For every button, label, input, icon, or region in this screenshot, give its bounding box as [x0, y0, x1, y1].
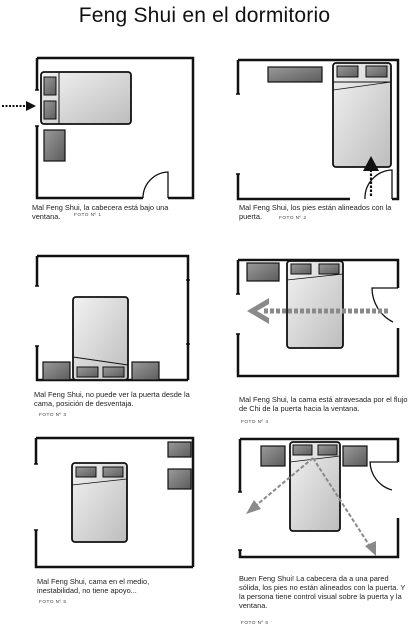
room-plan-4 [236, 258, 400, 378]
arrow-icon [247, 298, 269, 324]
nightstand-icon [342, 445, 368, 467]
foto-label-4: FOTO Nº 4 [241, 420, 269, 425]
caption-3: Mal Feng Shui, no puede ver la puerta de… [34, 390, 190, 408]
arrow-icon [365, 541, 376, 556]
diagram-panel-4: Mal Feng Shui, la cama está atravesada p… [205, 250, 409, 425]
bed-icon [71, 462, 128, 543]
nightstand-icon [43, 129, 66, 162]
room-plan-6 [238, 437, 400, 559]
bed-icon [332, 62, 392, 168]
dresser-icon [267, 66, 323, 83]
foto-label-6: FOTO Nº 6 [241, 621, 269, 626]
foto-label-1: FOTO Nº 1 [74, 213, 102, 218]
caption-2: Mal Feng Shui, los pies están alineados … [239, 203, 392, 221]
arrow-icon [363, 156, 379, 171]
diagram-panel-3: Mal Feng Shui, no puede ver la puerta de… [0, 250, 205, 425]
foto-label-2: FOTO Nº 2 [279, 216, 307, 221]
arrow-icon [246, 500, 261, 514]
diagram-panel-2: Mal Feng Shui, los pies están alineados … [205, 50, 409, 225]
room-plan-5 [34, 436, 195, 569]
foto-label-5: FOTO Nº 5 [39, 600, 67, 605]
nightstand-icon [260, 445, 286, 467]
diagram-panel-6: Buen Feng Shui! La cabecera da a una par… [205, 432, 409, 632]
room-plan-2 [236, 58, 400, 201]
room-plan-1 [2, 56, 195, 200]
page-title: Feng Shui en el dormitorio [78, 4, 331, 27]
arrow-icon [26, 101, 36, 111]
foto-label-3: FOTO Nº 3 [39, 413, 67, 418]
nightstand-icon [131, 361, 160, 381]
caption-5: Mal Feng Shui, cama en el medio, inestab… [37, 577, 150, 595]
bed-icon [289, 441, 341, 532]
room-plan-3 [35, 254, 190, 382]
dresser-icon [167, 441, 192, 458]
diagram-panel-1: Mal Feng Shui, la cabecera está bajo una… [0, 50, 205, 225]
diagram-panel-5: Mal Feng Shui, cama en el medio, inestab… [0, 432, 205, 612]
caption-4: Mal Feng Shui, la cama está atravesada p… [239, 395, 408, 413]
dresser-icon [246, 262, 280, 282]
caption-6: Buen Feng Shui! La cabecera da a una par… [239, 574, 406, 610]
bed-icon [286, 260, 344, 349]
bed-icon [40, 71, 132, 125]
caption-1: Mal Feng Shui, la cabecera está bajo una… [32, 203, 169, 221]
dresser-icon [167, 468, 192, 490]
nightstand-icon [42, 361, 71, 381]
